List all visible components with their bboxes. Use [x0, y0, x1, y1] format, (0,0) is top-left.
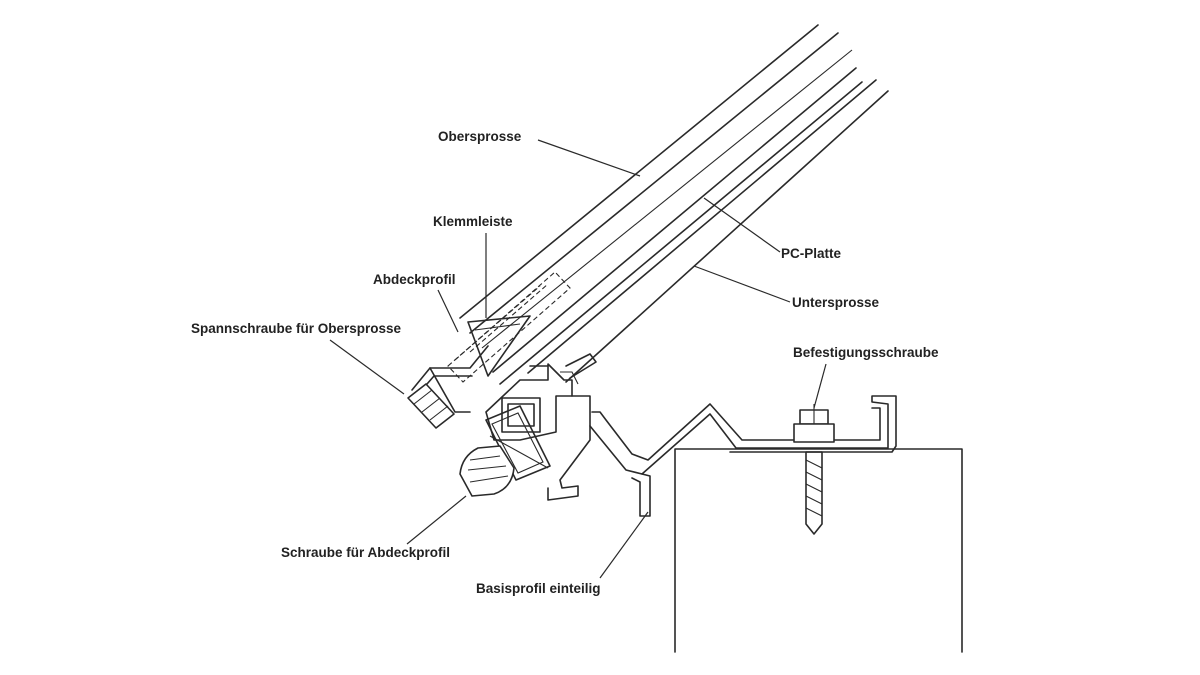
spannschraube-nut — [407, 383, 455, 429]
leader-abdeckprofil — [437, 289, 459, 333]
leader-lines — [329, 139, 827, 579]
befestigungsschraube-screw — [793, 404, 835, 535]
abdeckprofil-screw — [459, 445, 515, 497]
label-schraube-abdeckprofil: Schraube für Abdeckprofil — [281, 545, 450, 560]
label-spannschraube: Spannschraube für Obersprosse — [191, 321, 402, 336]
label-untersprosse: Untersprosse — [792, 295, 880, 310]
leader-befestigungsschraube — [813, 363, 827, 409]
label-obersprosse: Obersprosse — [438, 129, 522, 144]
labels: Obersprosse Klemmleiste Abdeckprofil Spa… — [191, 129, 939, 596]
leader-schraube-abdeckprofil — [406, 495, 467, 545]
leader-spannschraube — [329, 339, 405, 395]
label-befestigungsschraube: Befestigungsschraube — [793, 345, 939, 360]
label-pc-platte: PC-Platte — [781, 246, 842, 261]
leader-pc-platte — [703, 197, 781, 253]
connector-block — [485, 363, 573, 469]
label-basisprofil: Basisprofil einteilig — [476, 581, 601, 596]
leader-basisprofil — [599, 511, 649, 579]
klemmleiste-clamp — [447, 271, 571, 383]
leader-untersprosse — [693, 265, 791, 303]
obersprosse-profile — [459, 24, 853, 349]
basisprofil-profile — [547, 353, 897, 517]
label-abdeckprofil: Abdeckprofil — [373, 272, 456, 287]
untersprosse-profile — [527, 79, 889, 383]
wall-block — [674, 448, 963, 653]
label-klemmleiste: Klemmleiste — [433, 214, 513, 229]
pc-platte-sheet — [492, 67, 863, 385]
leader-obersprosse — [537, 139, 641, 177]
